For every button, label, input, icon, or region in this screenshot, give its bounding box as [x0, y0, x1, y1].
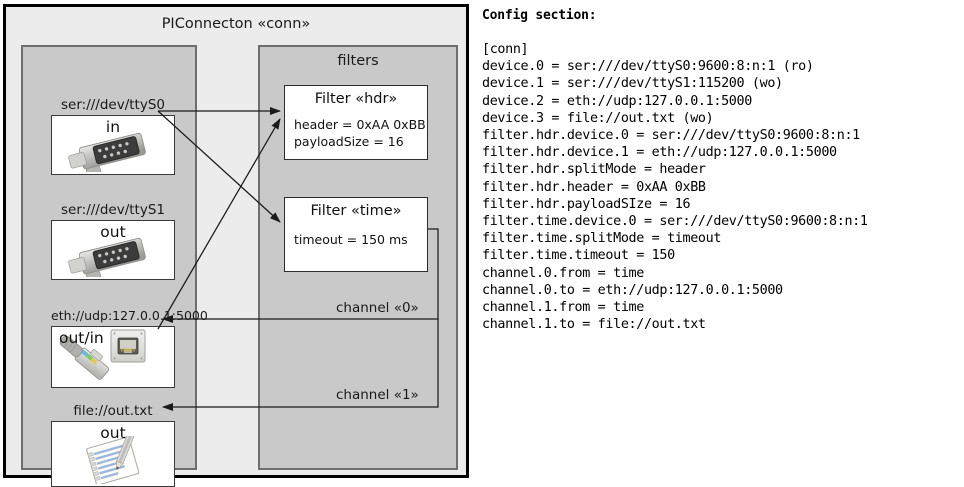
config-line: filter.hdr.header = 0xAA 0xBB: [482, 179, 706, 195]
serial-port-icon: [52, 116, 174, 174]
channel-0-label: channel «0»: [336, 300, 419, 316]
config-line: channel.0.to = eth://udp:127.0.0.1:5000: [482, 282, 783, 298]
config-heading: Config section:: [482, 8, 597, 23]
config-line: filter.hdr.payloadSIze = 16: [482, 196, 691, 212]
device-box-ttyS0[interactable]: in: [51, 115, 175, 175]
config-section: Config section: [conn] device.0 = ser:///…: [482, 8, 960, 333]
config-line: channel.1.from = time: [482, 300, 644, 316]
config-line: filter.time.splitMode = timeout: [482, 231, 722, 247]
config-line: [conn]: [482, 42, 529, 57]
text-file-icon: [52, 422, 174, 486]
device-role-ttyS0: in: [105, 118, 121, 136]
config-line: device.1 = ser:///dev/ttyS1:115200 (wo): [482, 76, 783, 92]
device-box-file[interactable]: out: [51, 421, 175, 487]
device-role-eth: out/in: [59, 329, 104, 347]
device-role-ttyS1: out: [100, 223, 126, 241]
serial-port-icon: [52, 221, 174, 279]
config-line: filter.hdr.splitMode = header: [482, 162, 706, 178]
filters-panel-title: filters: [337, 53, 379, 69]
filter-title-time: Filter «time»: [310, 203, 402, 219]
devices-panel: ser:///dev/ttyS0 in: [21, 45, 208, 487]
config-line: device.3 = file://out.txt (wo): [482, 110, 714, 126]
device-label-ttyS0: ser:///dev/ttyS0: [61, 97, 165, 113]
device-label-file: file://out.txt: [73, 403, 153, 419]
config-line: channel.1.to = file://out.txt: [482, 317, 706, 333]
filter-box-hdr[interactable]: Filter «hdr» header = 0xAA 0xBB payloadS…: [284, 85, 428, 160]
config-line: filter.time.timeout = 150: [482, 248, 675, 264]
filter-prop-header: header = 0xAA 0xBB: [294, 117, 426, 132]
config-listing: [conn] device.0 = ser:///dev/ttyS0:9600:8…: [482, 41, 960, 333]
config-line: channel.0.from = time: [482, 265, 644, 281]
config-line: filter.hdr.device.1 = eth://udp:127.0.0.…: [482, 145, 837, 161]
connection-diagram: PIConnecton «conn» ser:///dev/ttyS0 in: [3, 4, 469, 487]
device-role-file: out: [100, 424, 126, 442]
device-label-eth: eth://udp:127.0.0.1:5000: [51, 308, 208, 323]
filter-prop-payloadsize: payloadSize = 16: [294, 134, 404, 149]
filter-box-time[interactable]: Filter «time» timeout = 150 ms: [284, 197, 428, 272]
config-line: filter.time.device.0 = ser:///dev/ttyS0:…: [482, 214, 868, 230]
device-box-ttyS1[interactable]: out: [51, 220, 175, 280]
device-box-eth[interactable]: out/in: [51, 326, 175, 388]
config-line: filter.hdr.device.0 = ser:///dev/ttyS0:9…: [482, 128, 860, 144]
config-line: device.2 = eth://udp:127.0.0.1:5000: [482, 93, 752, 109]
diagram-title: PIConnecton «conn»: [161, 16, 311, 32]
ethernet-jack-icon: [52, 327, 174, 387]
config-line: device.0 = ser:///dev/ttyS0:9600:8:n:1 (…: [482, 59, 814, 75]
channel-1-label: channel «1»: [336, 387, 419, 403]
filter-prop-timeout: timeout = 150 ms: [294, 232, 408, 247]
filter-title-hdr: Filter «hdr»: [314, 91, 398, 107]
device-label-ttyS1: ser:///dev/ttyS1: [61, 202, 165, 218]
